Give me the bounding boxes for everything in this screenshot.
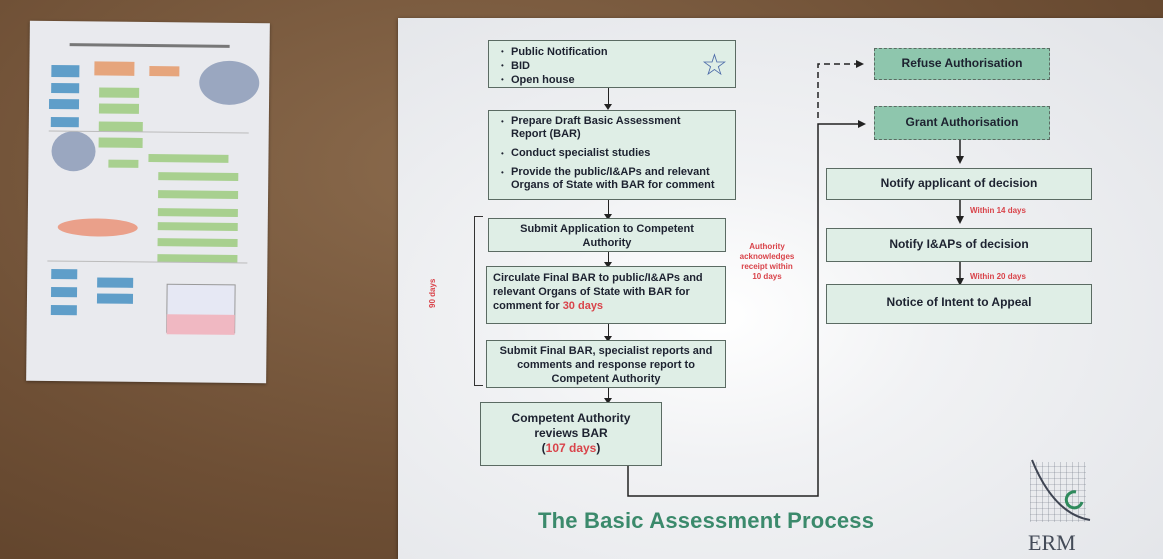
submit-final-label: Submit Final BAR, specialist reports and… bbox=[499, 345, 713, 385]
circulate-final-bar-box: Circulate Final BAR to public/I&APs and … bbox=[486, 266, 726, 324]
grant-label: Grant Authorisation bbox=[905, 115, 1019, 129]
flow-arrow bbox=[604, 324, 612, 342]
notify-iaps-label: Notify I&APs of decision bbox=[889, 237, 1029, 251]
within-14-days-note: Within 14 days bbox=[970, 206, 1026, 215]
notice-appeal-box: Notice of Intent to Appeal bbox=[826, 284, 1092, 324]
submit-application-label: Submit Application to Competent Authorit… bbox=[520, 223, 694, 249]
bullet-item: Open house bbox=[501, 73, 729, 87]
notify-applicant-label: Notify applicant of decision bbox=[880, 176, 1038, 190]
paren-close: ) bbox=[596, 441, 601, 455]
flow-arrow bbox=[604, 388, 612, 404]
refuse-label: Refuse Authorisation bbox=[901, 56, 1023, 70]
bullet-item: Conduct specialist studies bbox=[501, 147, 729, 160]
notification-box: Public Notification BID Open house bbox=[488, 40, 736, 88]
small-flowchart-poster bbox=[26, 20, 270, 384]
flow-arrow bbox=[604, 200, 612, 220]
erm-logo-icon bbox=[1030, 459, 1091, 522]
basic-assessment-poster: Public Notification BID Open house ☆ Pre… bbox=[398, 18, 1163, 559]
reviews-line-1: Competent Authority bbox=[511, 411, 631, 425]
notice-appeal-label: Notice of Intent to Appeal bbox=[886, 295, 1032, 309]
grant-authorisation-box: Grant Authorisation bbox=[874, 106, 1050, 140]
notify-applicant-box: Notify applicant of decision bbox=[826, 168, 1092, 200]
paren-open: ( bbox=[541, 441, 546, 455]
submit-final-bar-box: Submit Final BAR, specialist reports and… bbox=[486, 340, 726, 388]
star-icon: ☆ bbox=[701, 49, 728, 82]
ninety-days-label: 90 days bbox=[428, 278, 437, 308]
thirty-days-label: 30 days bbox=[562, 300, 604, 312]
bullet-item: BID bbox=[501, 59, 729, 73]
review-days-label: 107 days bbox=[545, 441, 597, 455]
ninety-days-bracket bbox=[474, 216, 483, 386]
flow-arrow bbox=[604, 88, 612, 110]
authority-reviews-box: Competent Authority reviews BAR (107 day… bbox=[480, 402, 662, 466]
flow-arrow bbox=[604, 252, 612, 268]
bullet-item: Provide the public/I&APs and relevant Or… bbox=[501, 166, 729, 192]
small-flowchart-graphic bbox=[47, 43, 260, 335]
bullet-item: Prepare Draft Basic Assessment Report (B… bbox=[501, 115, 729, 141]
erm-logo-text: ERM bbox=[1028, 530, 1076, 555]
bullet-item: Public Notification bbox=[501, 45, 729, 59]
refuse-authorisation-box: Refuse Authorisation bbox=[874, 48, 1050, 80]
authority-note: Authority acknowledges receipt within 10… bbox=[739, 242, 795, 281]
submit-application-box: Submit Application to Competent Authorit… bbox=[488, 218, 726, 252]
notify-iaps-box: Notify I&APs of decision bbox=[826, 228, 1092, 262]
reviews-line-2: reviews BAR bbox=[534, 426, 608, 440]
poster-title: The Basic Assessment Process bbox=[538, 508, 875, 533]
within-20-days-note: Within 20 days bbox=[970, 272, 1026, 281]
draft-bar-box: Prepare Draft Basic Assessment Report (B… bbox=[488, 110, 736, 200]
